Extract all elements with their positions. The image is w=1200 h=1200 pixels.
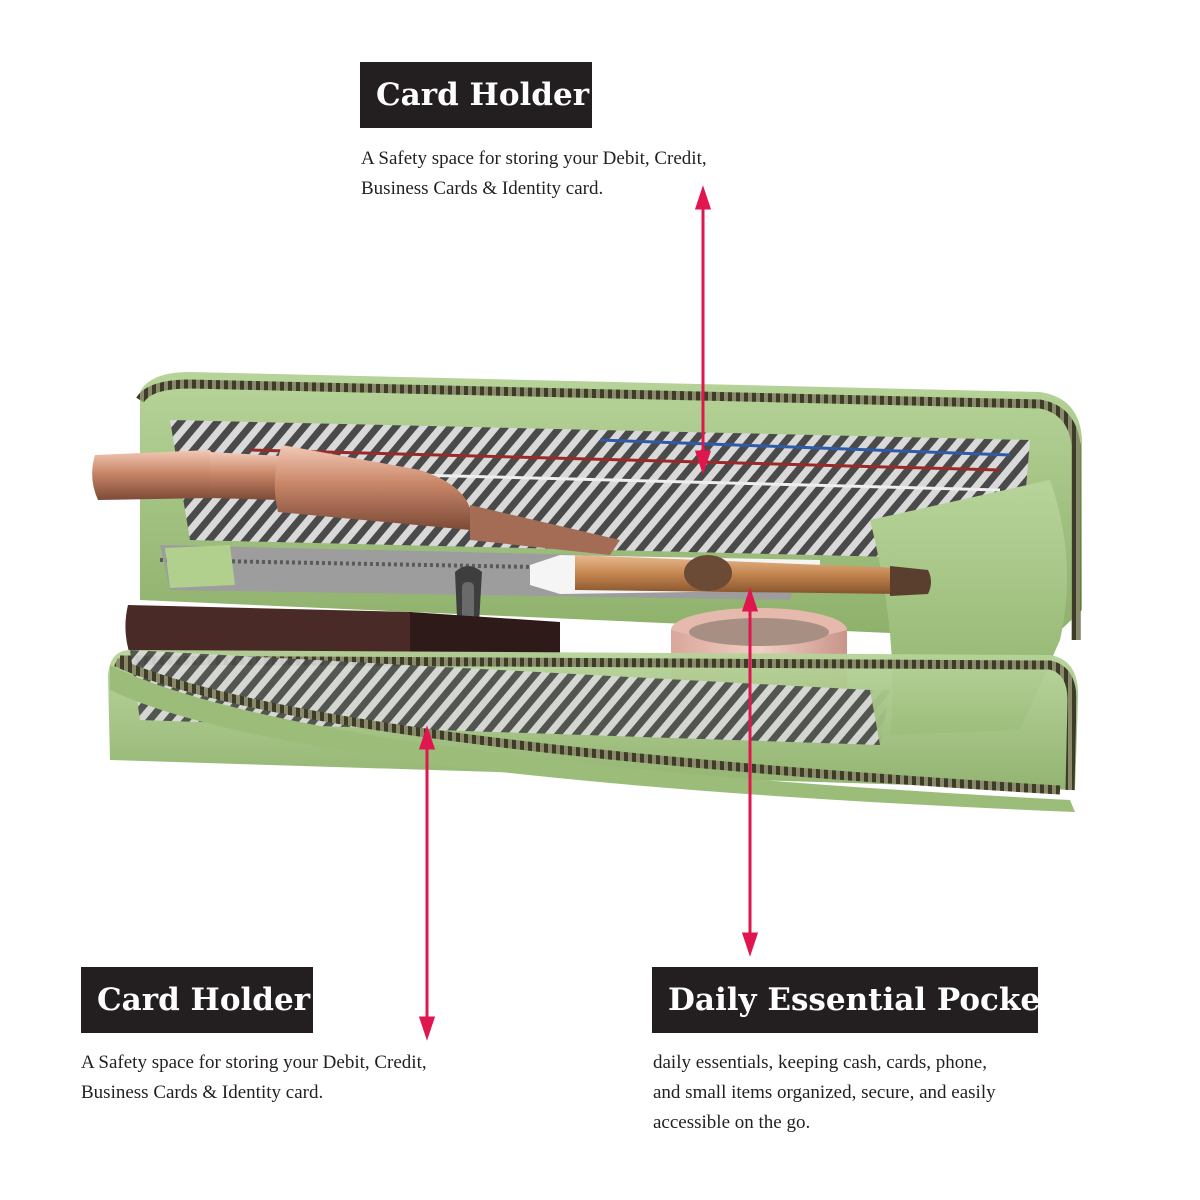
brush-bronze-handle bbox=[575, 555, 900, 594]
arrow-head-icon bbox=[418, 725, 436, 750]
top-zipper bbox=[136, 379, 1081, 640]
description-line: Business Cards & Identity card. bbox=[81, 1082, 324, 1103]
description-line: Business Cards & Identity card. bbox=[361, 178, 604, 199]
lipstick-cap bbox=[92, 450, 218, 500]
card-holder-description-bottom: A Safety space for storing your Debit, C… bbox=[81, 1048, 581, 1108]
card-holder-description-top: A Safety space for storing your Debit, C… bbox=[361, 144, 861, 204]
lipstick-body bbox=[210, 452, 282, 500]
description-line: daily essentials, keeping cash, cards, p… bbox=[653, 1052, 987, 1073]
brush-tip-round bbox=[684, 555, 732, 591]
arrow-head-icon bbox=[694, 185, 712, 210]
card-holder-title-top: Card Holder bbox=[360, 62, 592, 128]
card-edge-red bbox=[249, 448, 1001, 472]
bottom-card-lining-front bbox=[130, 650, 880, 745]
description-line: A Safety space for storing your Debit, C… bbox=[81, 1052, 427, 1073]
arrow-head-icon bbox=[694, 450, 712, 475]
description-line: and small items organized, secure, and e… bbox=[653, 1082, 996, 1103]
powder-pot-top bbox=[689, 618, 829, 646]
description-line: accessible on the go. bbox=[653, 1112, 811, 1133]
wallet-front-edge bbox=[110, 665, 1075, 812]
description-line: A Safety space for storing your Debit, C… bbox=[361, 148, 707, 169]
daily-essential-pocket-description: daily essentials, keeping cash, cards, p… bbox=[653, 1048, 1173, 1138]
zip-pocket-tab-left bbox=[165, 545, 235, 588]
brush-tip-angled bbox=[890, 566, 931, 596]
card-edge-blue bbox=[599, 438, 1011, 457]
arrow-head-icon bbox=[741, 932, 759, 957]
front-zipper-curve bbox=[114, 657, 1061, 795]
lip-gloss-stem bbox=[470, 505, 620, 555]
middle-zip-teeth bbox=[159, 558, 801, 574]
arrow-head-icon bbox=[741, 587, 759, 612]
daily-essential-pocket-title: Daily Essential Pocket bbox=[652, 967, 1054, 1033]
lip-gloss-tube bbox=[274, 445, 472, 530]
card-holder-title-bottom: Card Holder bbox=[81, 967, 313, 1033]
bottom-zipper bbox=[119, 655, 1077, 791]
arrow-head-icon bbox=[418, 1016, 436, 1041]
arrows bbox=[418, 185, 759, 1041]
